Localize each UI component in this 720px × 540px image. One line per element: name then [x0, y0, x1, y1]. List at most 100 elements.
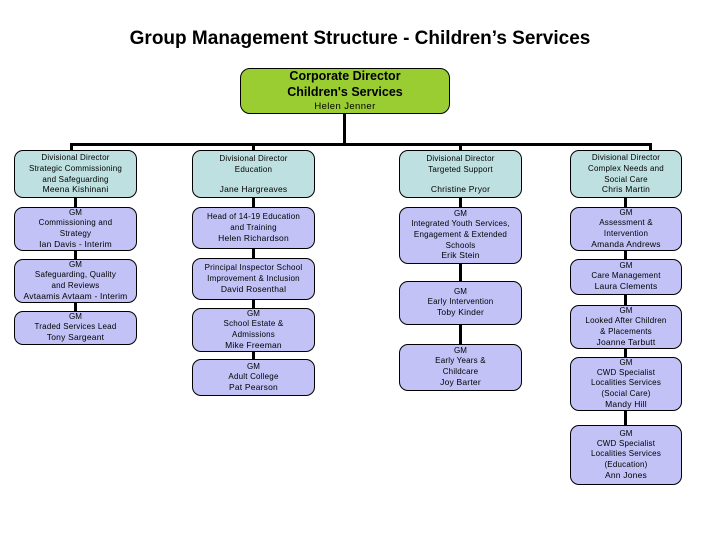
node-divisional-director-education[interactable]: Divisional Director Education Jane Hargr… [192, 150, 315, 198]
node-role-line1: Traded Services Lead [34, 322, 117, 332]
node-person-name: Joanne Tarbutt [596, 336, 656, 347]
node-person-name: Avtaamis Avtaam - Interim [23, 290, 128, 301]
node-role-line1: Assessment & [599, 217, 653, 227]
node-role-lead: GM [619, 261, 633, 271]
node-gm-integrated-youth-services[interactable]: GM Integrated Youth Services, Engagement… [399, 207, 522, 264]
node-role-line2: Localities Services [590, 378, 662, 388]
node-role-line2: Intervention [603, 228, 649, 238]
node-role-line1: Safeguarding, Quality [34, 269, 117, 279]
node-role-line2: Engagement & Extended [413, 229, 508, 239]
node-person-name: Helen Richardson [218, 233, 289, 244]
node-gm-commissioning-and-strategy[interactable]: GM Commissioning and Strategy Ian Davis … [14, 207, 137, 251]
node-role-line1: School Estate & [223, 318, 284, 328]
connector-drop-col4 [649, 143, 652, 155]
connector-col4-3 [624, 295, 627, 305]
connector-col4-5 [624, 411, 627, 425]
connector-col3-1 [459, 198, 462, 207]
node-role-lead: GM [619, 207, 633, 217]
node-gm-safeguarding-quality-and-reviews[interactable]: GM Safeguarding, Quality and Reviews Avt… [14, 259, 137, 303]
node-role-lead: GM [69, 312, 82, 322]
node-role-lead: Divisional Director [591, 153, 661, 163]
node-person-name: Pat Pearson [229, 381, 278, 392]
node-role-line2: Children's Services [287, 84, 403, 99]
node-role-line1: CWD Specialist [596, 438, 656, 448]
node-role-line1: Looked After Children [585, 315, 667, 325]
node-role-line2: Improvement & Inclusion [207, 274, 300, 284]
node-role-line1: CWD Specialist [596, 367, 656, 377]
node-role-lead: Divisional Director [219, 153, 288, 163]
connector-drop-col2 [252, 143, 255, 155]
node-role-line2: Admissions [232, 329, 275, 339]
node-person-name: Ian Davis - Interim [39, 238, 112, 249]
connector-col2-3 [252, 300, 255, 308]
connector-col4-4 [624, 349, 627, 357]
node-gm-cwd-specialist-localities-services-social-care[interactable]: GM CWD Specialist Localities Services (S… [570, 357, 682, 411]
node-gm-adult-college[interactable]: GM Adult College Pat Pearson [192, 359, 315, 396]
node-role-lead: GM [619, 357, 633, 367]
node-role-line1: Head of 14-19 Education [206, 212, 301, 222]
node-role-lead: GM [454, 209, 467, 219]
node-gm-early-intervention[interactable]: GM Early Intervention Toby Kinder [399, 281, 522, 325]
node-person-name: David Rosenthal [220, 284, 287, 295]
node-role-line1: Education [234, 164, 273, 174]
connector-col3-2 [459, 264, 462, 281]
node-gm-cwd-specialist-localities-services-education[interactable]: GM CWD Specialist Localities Services (E… [570, 425, 682, 485]
node-role-line1: Care Management [591, 271, 661, 281]
connector-col1-3 [74, 303, 77, 311]
connector-col1-1 [74, 198, 77, 207]
node-role-line1: Adult College [228, 371, 279, 381]
node-divisional-director-complex-needs-and-social-care[interactable]: Divisional Director Complex Needs and So… [570, 150, 682, 198]
node-gm-assessment-and-intervention[interactable]: GM Assessment & Intervention Amanda Andr… [570, 207, 682, 251]
node-role-line1: Targeted Support [428, 164, 493, 174]
node-role-lead: Divisional Director [41, 153, 110, 163]
page-title: Group Management Structure - Children’s … [129, 28, 591, 49]
node-role-line2: Localities Services [590, 449, 662, 459]
node-role-lead: GM [247, 308, 260, 318]
node-corporate-director[interactable]: Corporate Director Children's Services H… [240, 68, 450, 114]
node-gm-early-years-and-childcare[interactable]: GM Early Years & Childcare Joy Barter [399, 344, 522, 391]
node-role-line1: Complex Needs and [588, 163, 664, 173]
node-person-name: Mike Freeman [225, 339, 282, 350]
node-gm-looked-after-children-and-placements[interactable]: GM Looked After Children & Placements Jo… [570, 305, 682, 349]
connector-col2-4 [252, 352, 255, 359]
node-divisional-director-strategic-commissioning[interactable]: Divisional Director Strategic Commission… [14, 150, 137, 198]
connector-drop-col1 [70, 143, 73, 155]
node-person-name: Erik Stein [441, 250, 480, 261]
node-person-name: Chris Martin [601, 184, 651, 195]
node-role-lead: GM [619, 428, 633, 438]
node-person-name: Amanda Andrews [591, 238, 661, 249]
node-role-line2: and Safeguarding [42, 174, 109, 184]
node-role-line1: Early Intervention [427, 297, 494, 307]
node-role-line2: Social Care [604, 174, 648, 184]
node-role-line2: and Reviews [51, 280, 100, 290]
node-role-line3: (Education) [604, 460, 648, 470]
node-person-name: Tony Sargeant [46, 332, 105, 343]
node-person-name: Laura Clements [594, 281, 658, 292]
node-principal-inspector-school-improvement-inclusion[interactable]: Principal Inspector School Improvement &… [192, 258, 315, 300]
node-role-lead: GM [619, 305, 633, 315]
node-person-name: Christine Pryor [430, 183, 491, 194]
node-person-name: Helen Jenner [314, 101, 376, 113]
node-role-lead: GM [454, 346, 467, 356]
connector-col2-1 [252, 198, 255, 207]
connector-drop-col3 [459, 143, 462, 155]
node-divisional-director-targeted-support[interactable]: Divisional Director Targeted Support Chr… [399, 150, 522, 198]
node-role-line3: (Social Care) [601, 389, 651, 399]
node-gm-school-estate-and-admissions[interactable]: GM School Estate & Admissions Mike Freem… [192, 308, 315, 352]
connector-col3-3 [459, 325, 462, 344]
node-head-of-14-19-education-and-training[interactable]: Head of 14-19 Education and Training Hel… [192, 207, 315, 249]
node-role-line2: and Training [230, 223, 277, 233]
node-role-line1: Commissioning and [38, 217, 113, 227]
node-person-name: Meena Kishinani [42, 184, 109, 195]
connector-col4-2 [624, 251, 627, 259]
node-role-lead: Divisional Director [426, 153, 495, 163]
connector-root-stem [343, 114, 346, 143]
connector-bus [70, 143, 652, 146]
node-person-name: Joy Barter [440, 377, 481, 388]
node-gm-traded-services-lead[interactable]: GM Traded Services Lead Tony Sargeant [14, 311, 137, 345]
connector-col1-2 [74, 251, 77, 259]
node-role-line3: Schools [445, 240, 476, 250]
node-gm-care-management[interactable]: GM Care Management Laura Clements [570, 259, 682, 295]
node-role-lead: GM [247, 361, 260, 371]
